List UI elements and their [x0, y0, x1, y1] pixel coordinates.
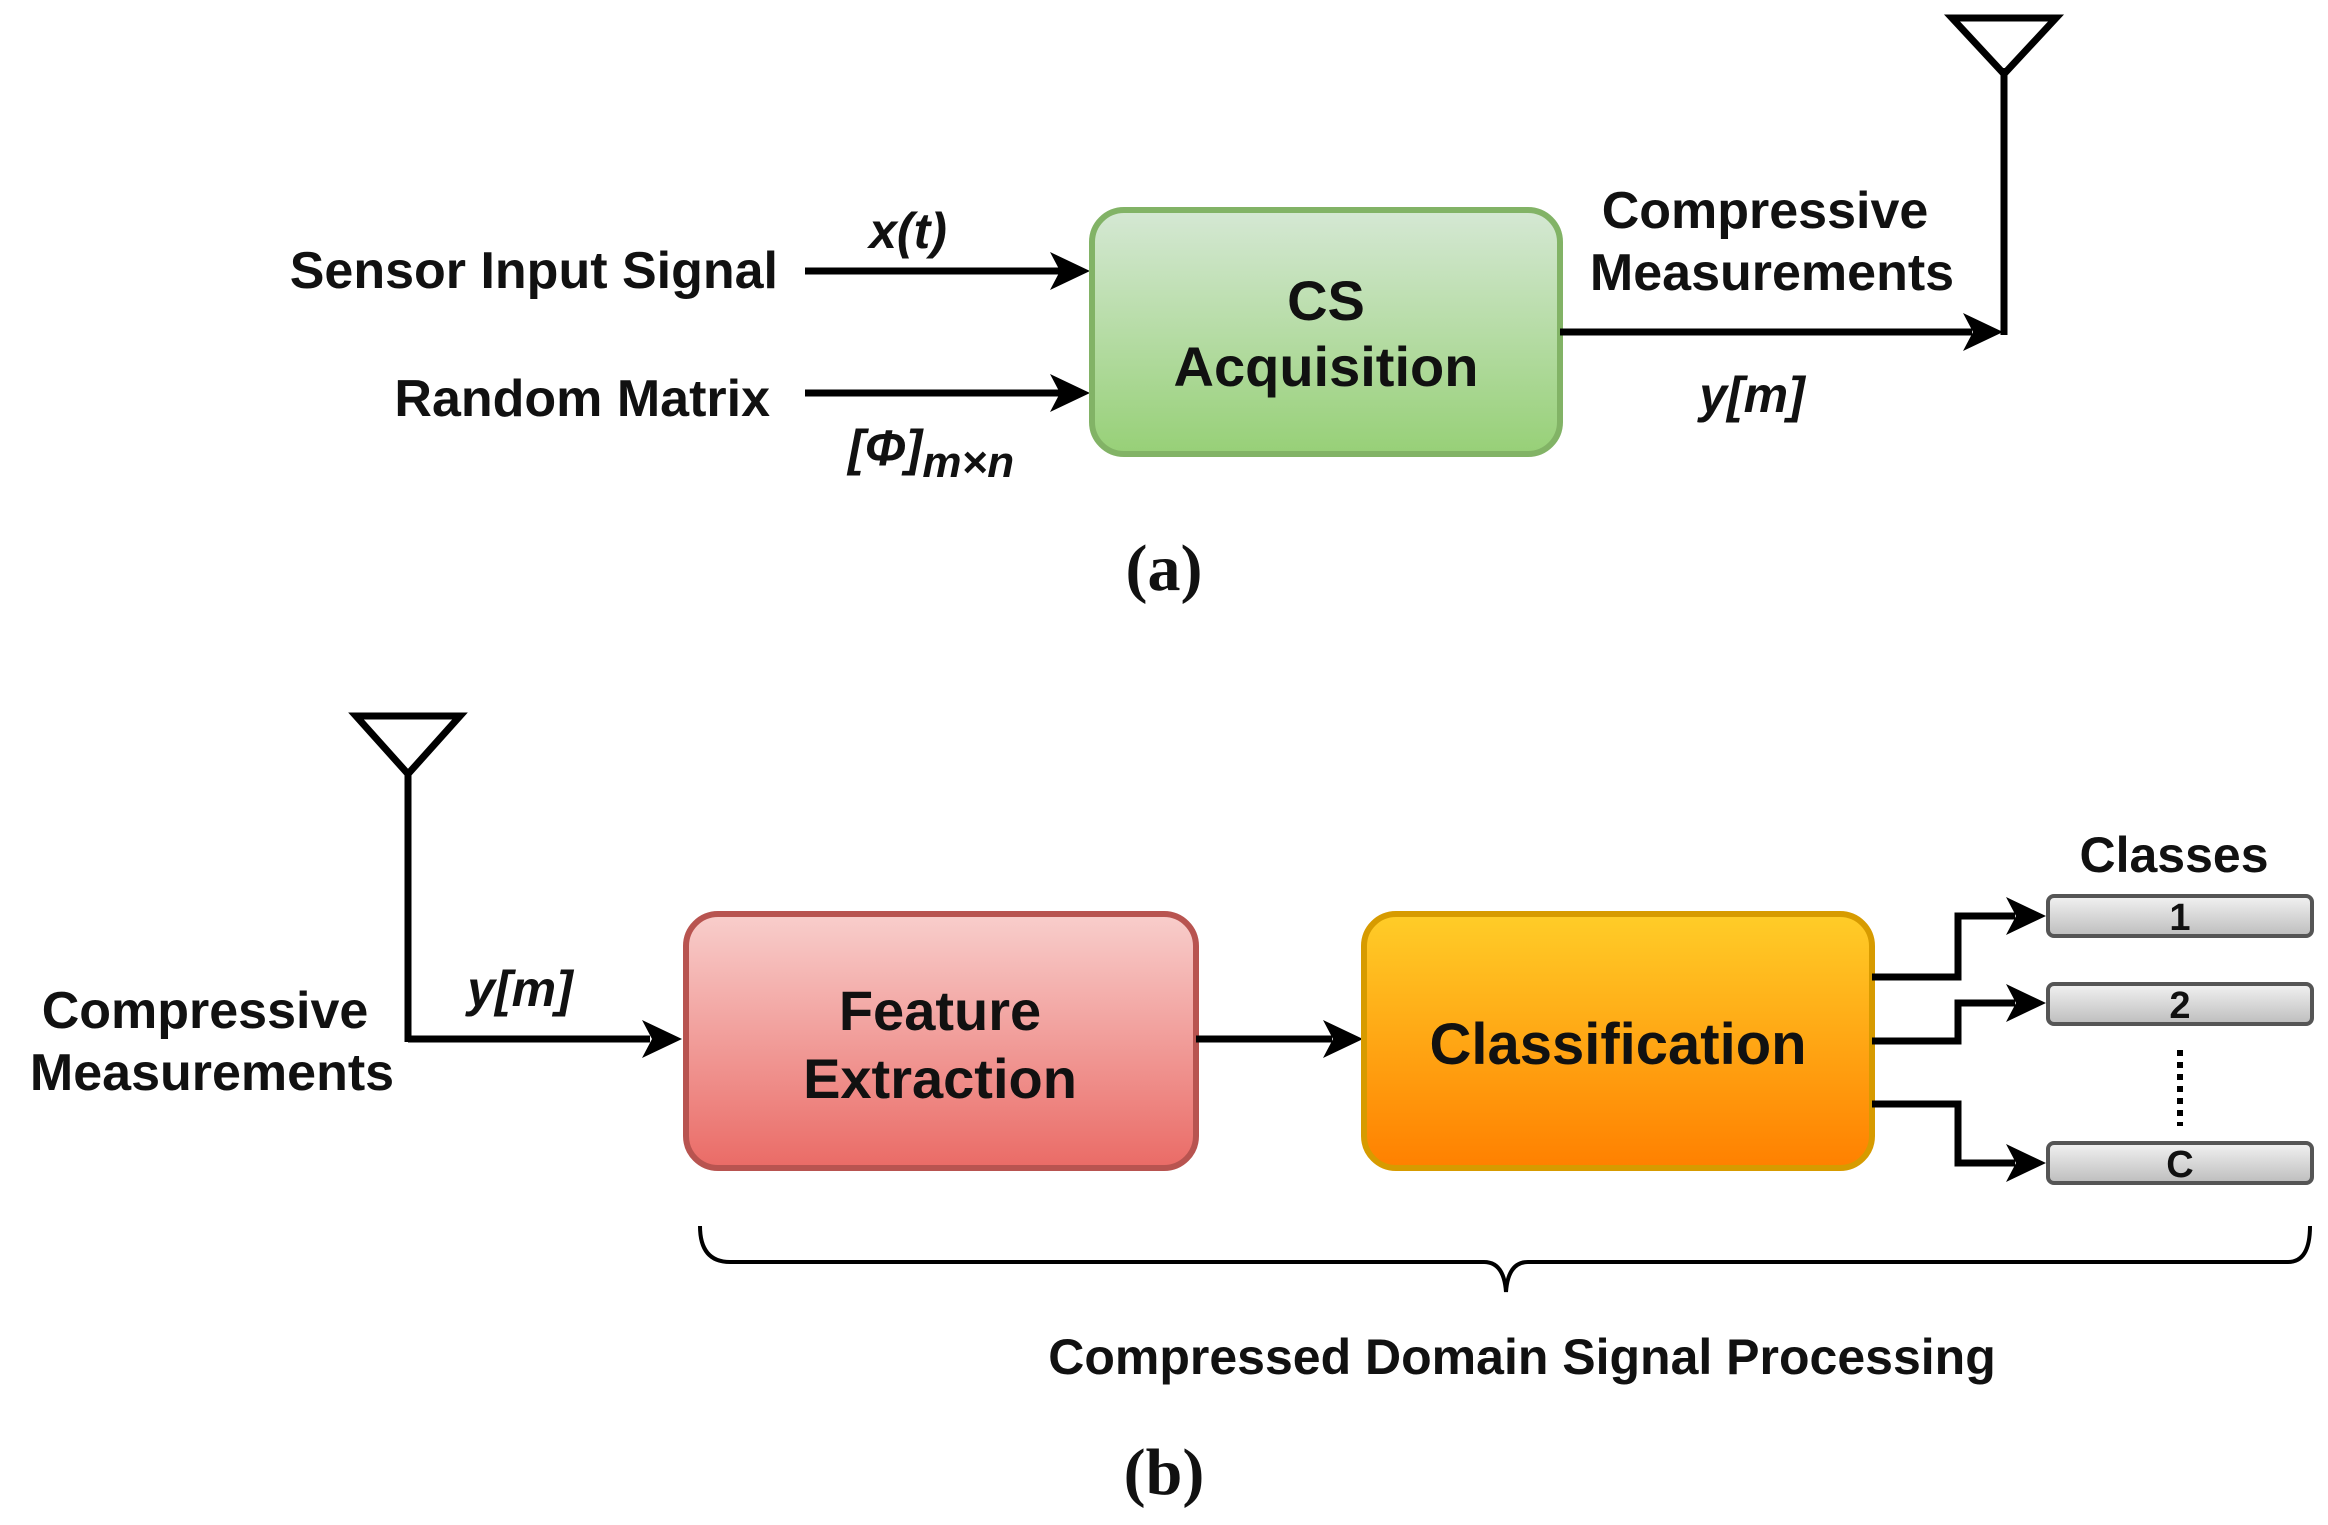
cs-block-line2: Acquisition	[1174, 335, 1479, 398]
fe-to-class-arrowhead	[1323, 1020, 1363, 1058]
caption-a: (a)	[1126, 532, 1203, 605]
part-b: Compressive Measurements y[m] Feature Ex…	[30, 712, 2314, 1509]
antenna-icon	[1943, 14, 2065, 335]
class-label: 2	[2169, 985, 2190, 1027]
curly-brace	[698, 1225, 2312, 1293]
random-matrix-label: Random Matrix	[394, 370, 770, 428]
part-a: Sensor Input Signal Random Matrix x(t) […	[290, 14, 2065, 605]
feature-block-line1: Feature	[839, 979, 1041, 1042]
phi-symbol: [Φ]	[846, 420, 925, 476]
measurements-label-b: Measurements	[30, 1044, 394, 1102]
measurements-label-a: Measurements	[1590, 244, 1954, 302]
feature-block-line2: Extraction	[803, 1047, 1077, 1110]
output-arrowhead	[1963, 313, 2003, 351]
y-m-label-a: y[m]	[1696, 367, 1807, 423]
classes-title: Classes	[2079, 827, 2268, 883]
caption-b: (b)	[1124, 1436, 1205, 1509]
compressive-label-b: Compressive	[42, 982, 369, 1040]
x-t-label: x(t)	[866, 203, 947, 259]
compressive-label-a: Compressive	[1602, 182, 1929, 240]
antenna-icon	[348, 712, 468, 1042]
class-box: 1	[2046, 894, 2314, 939]
cs-acquisition-block	[1089, 207, 1563, 457]
signal-arrowhead	[1050, 252, 1090, 290]
brace-label: Compressed Domain Signal Processing	[1048, 1329, 1996, 1385]
phi-subscript: m×n	[922, 438, 1014, 487]
sensor-input-label: Sensor Input Signal	[290, 242, 778, 300]
input-arrowhead-b	[642, 1020, 682, 1058]
class-label: C	[2166, 1144, 2193, 1186]
matrix-arrowhead	[1050, 374, 1090, 412]
class-label: 1	[2169, 897, 2190, 939]
classification-label: Classification	[1429, 1012, 1806, 1077]
phi-matrix-label: [Φ]m×n	[846, 420, 1014, 487]
class-fanout	[1872, 897, 2046, 1182]
class-box: C	[2046, 1141, 2314, 1186]
cs-block-line1: CS	[1287, 269, 1365, 332]
class-box: 2	[2046, 982, 2314, 1027]
y-m-label-b: y[m]	[464, 961, 575, 1017]
